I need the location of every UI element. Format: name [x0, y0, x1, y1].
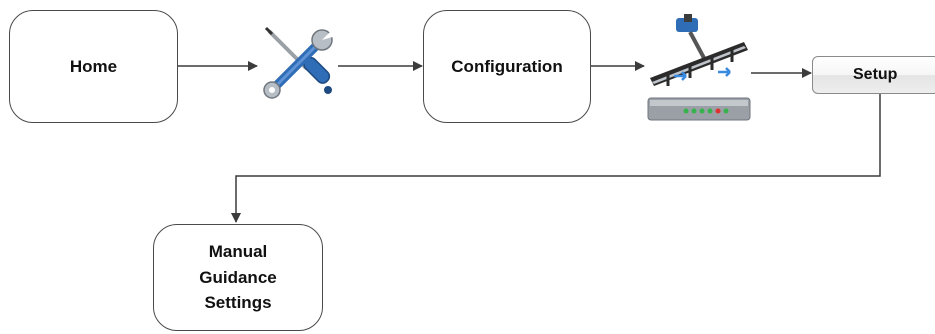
configuration-label: Configuration: [451, 56, 563, 76]
configuration-node[interactable]: Configuration: [423, 10, 591, 123]
home-node[interactable]: Home: [9, 10, 178, 123]
arrow-setup-to-manual-guidance: [231, 94, 881, 223]
home-label: Home: [69, 56, 118, 76]
wrench-screwdriver-icon: [263, 26, 336, 99]
setup-button[interactable]: Setup: [812, 56, 935, 94]
implement-control-unit-icon: [647, 14, 751, 121]
manual-guidance-settings-label: Manual Guidance Settings: [199, 242, 277, 313]
setup-label: Setup: [853, 66, 898, 83]
manual-guidance-settings-node[interactable]: Manual Guidance Settings: [153, 224, 323, 331]
